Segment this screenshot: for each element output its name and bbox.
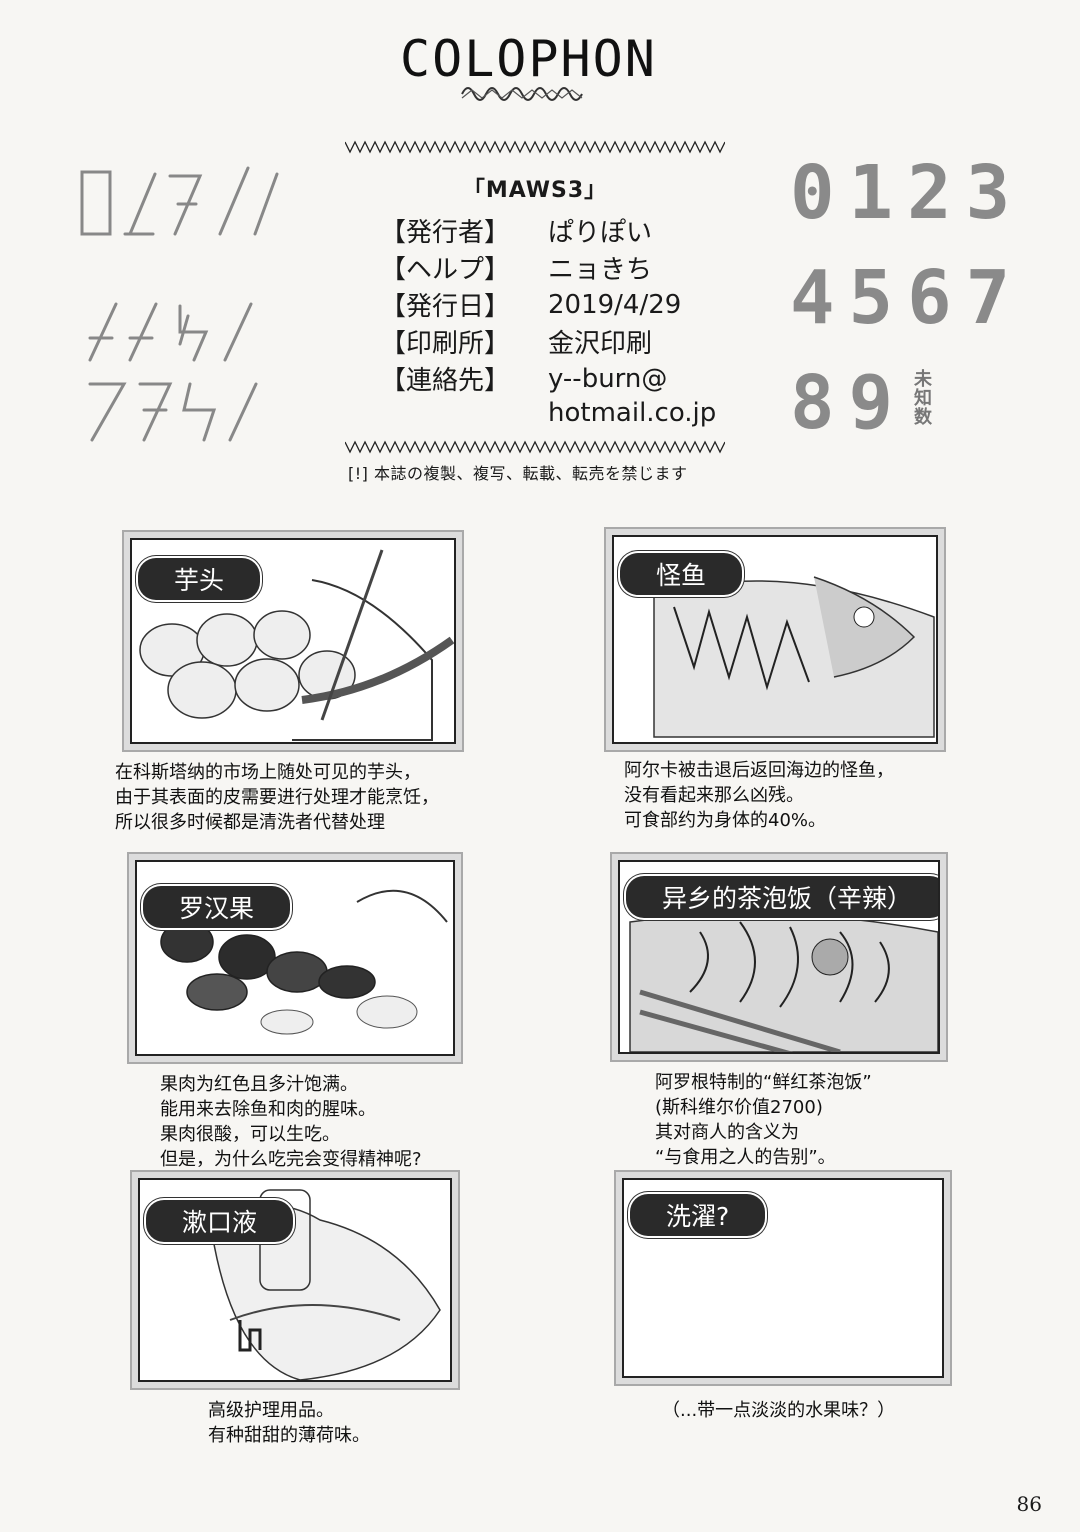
info-value: 2019/4/29 bbox=[548, 289, 682, 320]
caption-line: 没有看起来那么凶残。 bbox=[624, 785, 804, 806]
panel-tag-monster-fish: 怪鱼 bbox=[620, 553, 743, 595]
caption-monk-fruit: 果肉为红色且多汁饱满。 能用来去除鱼和肉的腥味。 果肉很酸，可以生吃。 但是，为… bbox=[160, 1072, 422, 1172]
mouthwash-illustration bbox=[209, 1189, 441, 1380]
info-row-publisher: 【発行者】 ぱりぽい bbox=[380, 212, 681, 249]
copyright-notice: [!] 本誌の複製、複写、転載、転売を禁じます bbox=[348, 464, 688, 483]
panel-laundry: 洗濯? bbox=[622, 1178, 944, 1378]
panel-tag-spicy-ochazuke: 异乡的茶泡饭（辛辣） bbox=[626, 876, 938, 918]
info-row-help: 【ヘルプ】 ニョきち bbox=[380, 249, 681, 286]
zigzag-divider-bottom bbox=[345, 440, 725, 454]
caption-line: 其对商人的含义为 bbox=[655, 1122, 799, 1143]
caption-spicy-ochazuke: 阿罗根特制的“鲜红茶泡饭” (斯科维尔价值2700) 其对商人的含义为 “与食用… bbox=[655, 1070, 872, 1170]
caption-line: 果肉很酸，可以生吃。 bbox=[160, 1124, 340, 1145]
title-ornament bbox=[461, 87, 583, 101]
info-label: 【印刷所】 bbox=[380, 329, 511, 359]
publication-info: 【発行者】 ぱりぽい 【ヘルプ】 ニョきち 【発行日】 2019/4/29 【印… bbox=[380, 212, 681, 397]
caption-laundry: （...带一点淡淡的水果味？） bbox=[662, 1398, 895, 1423]
stencil-digits-row2: 4567 bbox=[790, 255, 1025, 341]
panel-tag-laundry: 洗濯? bbox=[630, 1194, 766, 1236]
info-label: 【連絡先】 bbox=[380, 366, 511, 396]
caption-line: 能用来去除鱼和肉的腥味。 bbox=[160, 1099, 376, 1120]
stencil-digits-row1: 0123 bbox=[790, 150, 1025, 236]
caption-line: 阿尔卡被击退后返回海边的怪鱼， bbox=[624, 760, 894, 781]
ochazuke-illustration bbox=[629, 913, 938, 1052]
info-value: y--burn@ bbox=[548, 363, 668, 394]
taro-illustration bbox=[139, 549, 454, 741]
sketched-digits-decoration bbox=[80, 166, 279, 442]
caption-monster-fish: 阿尔卡被击退后返回海边的怪鱼， 没有看起来那么凶残。 可食部约为身体的40%。 bbox=[624, 758, 894, 833]
panel-monster-fish: 怪鱼 bbox=[612, 535, 938, 744]
panel-mouthwash: 漱口液 bbox=[138, 1178, 452, 1382]
book-title: 「MAWS3」 bbox=[462, 178, 608, 203]
caption-line: 高级护理用品。 bbox=[208, 1400, 334, 1421]
panel-spicy-ochazuke: 异乡的茶泡饭（辛辣） bbox=[618, 860, 940, 1054]
info-value: 金沢印刷 bbox=[548, 329, 653, 359]
info-value: ぱりぽい bbox=[548, 218, 653, 248]
info-row-printer: 【印刷所】 金沢印刷 bbox=[380, 323, 681, 360]
caption-line: 有种甜甜的薄荷味。 bbox=[208, 1425, 370, 1446]
caption-line: 所以很多时候都是清洗者代替处理 bbox=[115, 812, 385, 833]
contact-email-domain: hotmail.co.jp bbox=[548, 398, 717, 428]
info-label: 【ヘルプ】 bbox=[380, 255, 511, 285]
page-title: COLOPHON bbox=[400, 30, 657, 88]
caption-line: 阿罗根特制的“鲜红茶泡饭” bbox=[655, 1072, 872, 1093]
panel-tag-monk-fruit: 罗汉果 bbox=[143, 886, 291, 928]
info-row-contact: 【連絡先】 y--burn@ bbox=[380, 360, 681, 397]
info-row-date: 【発行日】 2019/4/29 bbox=[380, 286, 681, 323]
info-label: 【発行日】 bbox=[380, 292, 511, 322]
caption-line: （...带一点淡淡的水果味？） bbox=[662, 1400, 896, 1421]
info-value: ニョきち bbox=[548, 255, 653, 285]
panel-tag-taro: 芋头 bbox=[138, 558, 261, 600]
caption-line: (斯科维尔价值2700) bbox=[655, 1097, 823, 1118]
caption-mouthwash: 高级护理用品。 有种甜甜的薄荷味。 bbox=[208, 1398, 370, 1448]
caption-line: 但是，为什么吃完会变得精神呢? bbox=[160, 1149, 422, 1170]
zigzag-divider-top bbox=[345, 140, 725, 154]
panel-taro: 芋头 bbox=[130, 538, 456, 744]
caption-line: 由于其表面的皮需要进行处理才能烹饪， bbox=[115, 787, 439, 808]
caption-line: 果肉为红色且多汁饱满。 bbox=[160, 1074, 358, 1095]
unknown-number-label: 未知数 bbox=[914, 369, 932, 428]
page-number: 86 bbox=[1016, 1492, 1042, 1516]
panel-monk-fruit: 罗汉果 bbox=[135, 860, 455, 1056]
caption-line: “与食用之人的告别”。 bbox=[655, 1147, 836, 1168]
monk-fruit-illustration bbox=[160, 889, 448, 1035]
caption-line: 在科斯塔纳的市场上随处可见的芋头， bbox=[115, 762, 421, 783]
panel-tag-mouthwash: 漱口液 bbox=[146, 1200, 294, 1242]
caption-taro: 在科斯塔纳的市场上随处可见的芋头， 由于其表面的皮需要进行处理才能烹饪， 所以很… bbox=[115, 760, 439, 835]
stencil-digits-row3: 89 bbox=[790, 360, 908, 446]
caption-line: 可食部约为身体的40%。 bbox=[624, 810, 827, 831]
info-label: 【発行者】 bbox=[380, 218, 511, 248]
